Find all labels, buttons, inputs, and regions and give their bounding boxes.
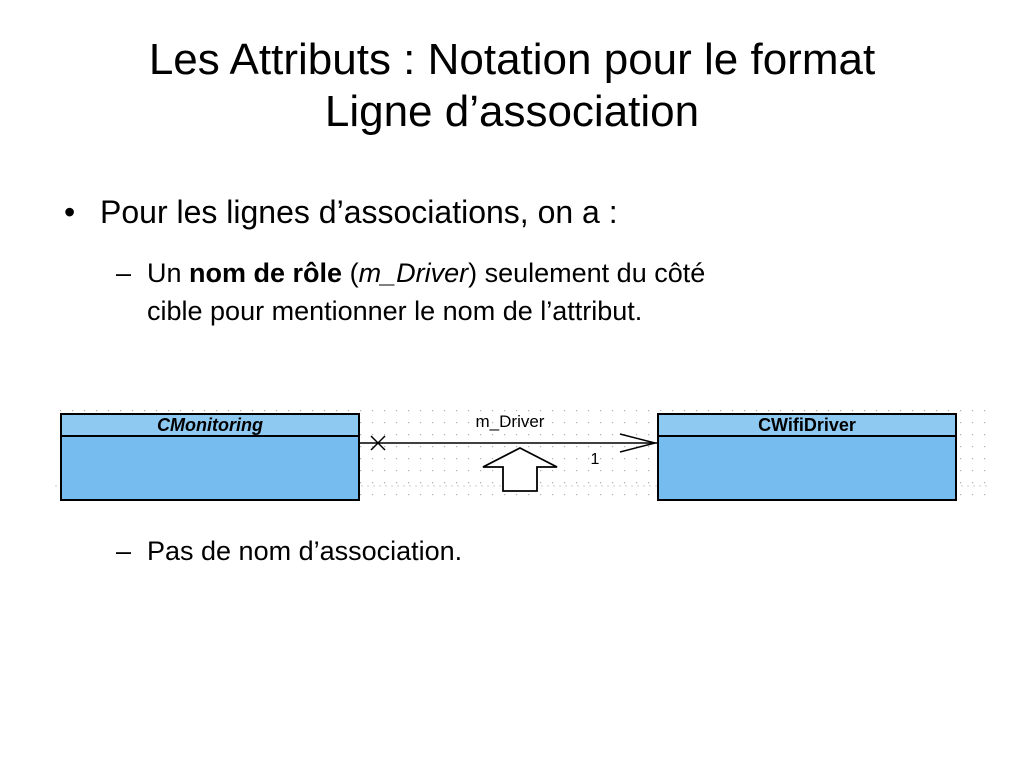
dash-marker: – xyxy=(116,536,132,566)
text-un: Un xyxy=(147,258,182,288)
class-box-cmonitoring: CMonitoring xyxy=(60,413,360,501)
paren-open: ( xyxy=(349,258,359,288)
navigability-arrowhead-icon xyxy=(619,433,656,453)
sub-item-text: Un nom de rôle (m_Driver) seulement du c… xyxy=(147,254,977,330)
text-italic-m-driver: m_Driver xyxy=(358,258,469,288)
slide-title-line-2: Ligne d’association xyxy=(324,87,700,136)
bullet-item: • Pour les lignes d’associations, on a : xyxy=(64,192,618,232)
text-role-parenthetical: (m_Driver) xyxy=(350,258,478,288)
pointer-up-arrow-icon xyxy=(482,446,558,492)
slide-title: Les Attributs : Notation pour le format … xyxy=(40,34,984,138)
sub-item-line-1: Un nom de rôle (m_Driver) seulement du c… xyxy=(147,254,977,292)
slide-title-line-1: Les Attributs : Notation pour le format xyxy=(148,35,876,84)
sub-item-text: Pas de nom d’association. xyxy=(147,536,463,566)
class-header xyxy=(657,413,957,437)
bullet-text: Pour les lignes d’associations, on a : xyxy=(100,194,618,230)
multiplicity-label: 1 xyxy=(591,451,600,468)
bullet-marker: • xyxy=(64,194,76,230)
class-name-cmonitoring: CMonitoring xyxy=(157,415,263,435)
class-header xyxy=(60,413,360,437)
paren-close: ) xyxy=(468,258,478,288)
class-name-cwifidriver: CWifiDriver xyxy=(758,415,856,435)
role-name-label: m_Driver xyxy=(476,412,545,431)
dash-marker: – xyxy=(116,258,132,288)
text-bold-nom-de-role: nom de rôle xyxy=(189,258,343,288)
text-seulement: seulement du côté xyxy=(484,258,706,288)
sub-item-line-2: cible pour mentionner le nom de l’attrib… xyxy=(147,296,643,326)
uml-association-diagram: CMonitoring CWifiDriver m_Driver 1 xyxy=(55,405,990,505)
class-box-cwifidriver: CWifiDriver xyxy=(657,413,957,501)
non-navigable-x-icon xyxy=(370,435,386,451)
